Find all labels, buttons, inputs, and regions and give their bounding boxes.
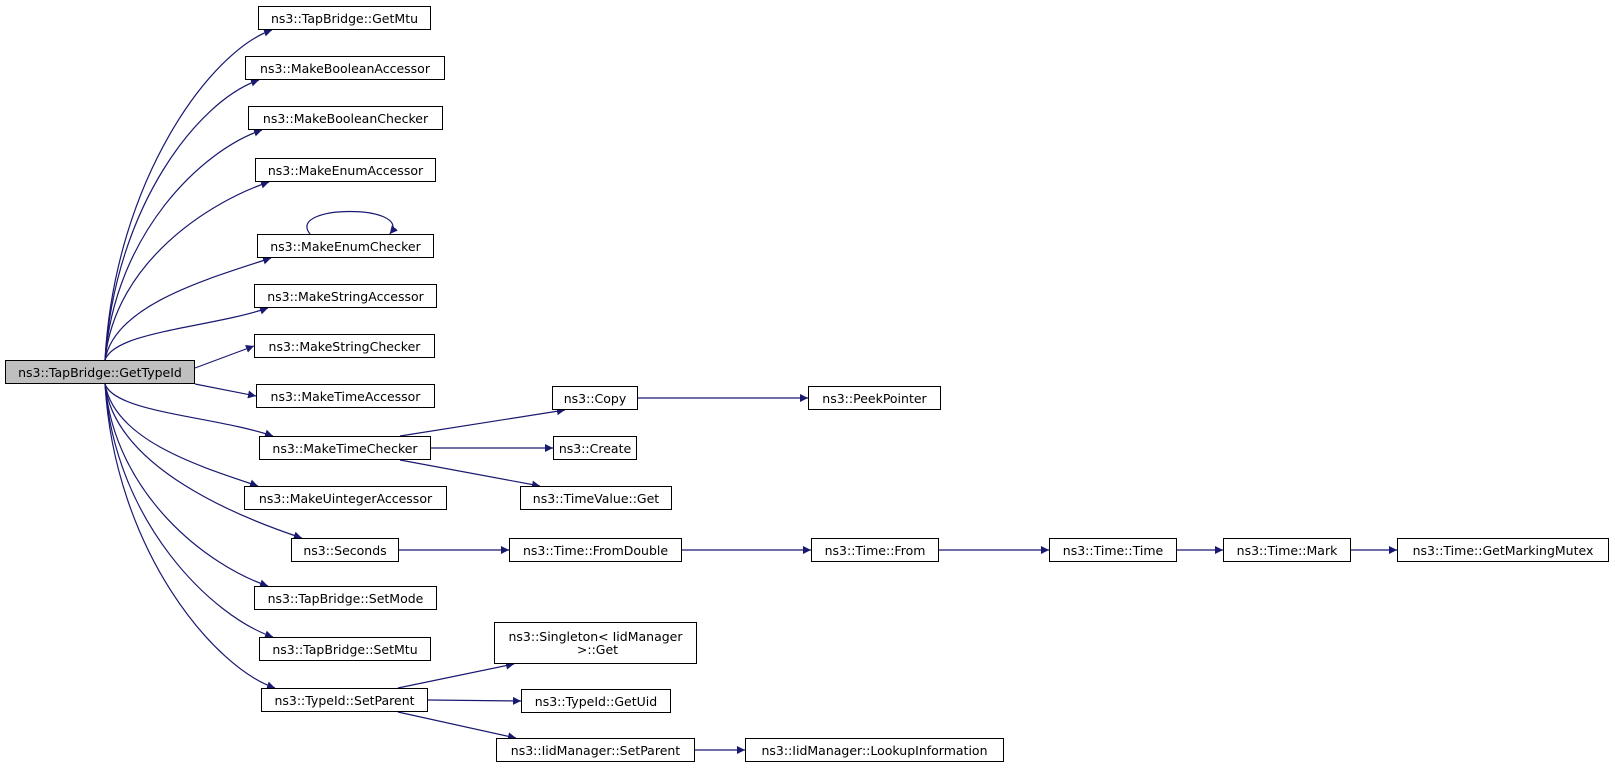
node-ns3-tapbridge-setmtu[interactable]: ns3::TapBridge::SetMtu	[259, 637, 431, 661]
edge-n0-n7	[194, 345, 255, 369]
edge-n0-n9	[104, 383, 274, 438]
edge-n0-n5	[104, 256, 272, 361]
node-ns3-makebooleanchecker[interactable]: ns3::MakeBooleanChecker	[248, 106, 443, 130]
node-ns3-typeid-setparent[interactable]: ns3::TypeId::SetParent	[261, 688, 428, 712]
node-ns3-time-mark[interactable]: ns3::Time::Mark	[1223, 538, 1351, 562]
node-ns3-create[interactable]: ns3::Create	[553, 436, 637, 460]
node-ns3-time-from[interactable]: ns3::Time::From	[811, 538, 939, 562]
node-ns3-maketimeaccessor[interactable]: ns3::MakeTimeAccessor	[256, 384, 435, 408]
edge-n14-n24	[397, 661, 515, 689]
edge-n0-n2	[104, 78, 260, 361]
node-ns3-timevalue-get[interactable]: ns3::TimeValue::Get	[520, 486, 672, 510]
edge-n14-n26	[397, 711, 517, 741]
node-ns3-maketimechecker[interactable]: ns3::MakeTimeChecker	[259, 436, 431, 460]
node-ns3-makestringaccessor[interactable]: ns3::MakeStringAccessor	[254, 284, 437, 308]
edge-n14-n25	[427, 696, 522, 705]
node-ns3-iidmanager-setparent[interactable]: ns3::IidManager::SetParent	[496, 738, 695, 762]
node-ns3-singleton-iidmanager-get[interactable]: ns3::Singleton< IidManager >::Get	[494, 622, 697, 664]
node-ns3-copy[interactable]: ns3::Copy	[552, 386, 638, 410]
edge-n0-n3	[104, 128, 263, 361]
node-ns3-tapbridge-setmode[interactable]: ns3::TapBridge::SetMode	[254, 586, 437, 610]
edge-n0-n10	[104, 383, 259, 488]
node-ns3-peekpointer[interactable]: ns3::PeekPointer	[808, 386, 941, 410]
node-ns3-iidmanager-lookupinformation[interactable]: ns3::IidManager::LookupInformation	[745, 738, 1004, 762]
node-ns3-makeuintegeraccessor[interactable]: ns3::MakeUintegerAccessor	[244, 486, 447, 510]
node-ns3-makeenumchecker[interactable]: ns3::MakeEnumChecker	[257, 234, 434, 258]
node-ns3-time-time[interactable]: ns3::Time::Time	[1049, 538, 1177, 562]
node-ns3-typeid-getuid[interactable]: ns3::TypeId::GetUid	[521, 689, 671, 713]
node-ns3-makestringchecker[interactable]: ns3::MakeStringChecker	[254, 334, 435, 358]
edge-n0-n13	[104, 383, 274, 639]
edge-n0-n11	[104, 383, 302, 540]
edge-n5-n5	[306, 211, 398, 235]
node-ns3-makebooleanaccessor[interactable]: ns3::MakeBooleanAccessor	[245, 56, 445, 80]
edge-n0-n12	[104, 383, 269, 588]
node-ns3-time-fromdouble[interactable]: ns3::Time::FromDouble	[509, 538, 682, 562]
edge-n0-n8	[194, 383, 257, 399]
node-ns3-tapbridge-getmtu[interactable]: ns3::TapBridge::GetMtu	[258, 6, 431, 30]
edge-n0-n4	[104, 180, 270, 361]
edge-n9-n15	[399, 407, 565, 437]
node-ns3-tapbridge-gettypeid: ns3::TapBridge::GetTypeId	[5, 360, 195, 384]
node-ns3-seconds[interactable]: ns3::Seconds	[291, 538, 399, 562]
edge-n0-n1	[104, 28, 273, 361]
node-ns3-makeenumaccessor[interactable]: ns3::MakeEnumAccessor	[255, 158, 436, 182]
edge-n0-n6	[104, 306, 269, 361]
edge-n9-n18	[399, 459, 541, 489]
edge-n0-n14	[104, 383, 276, 690]
node-ns3-time-getmarkingmutex[interactable]: ns3::Time::GetMarkingMutex	[1397, 538, 1609, 562]
